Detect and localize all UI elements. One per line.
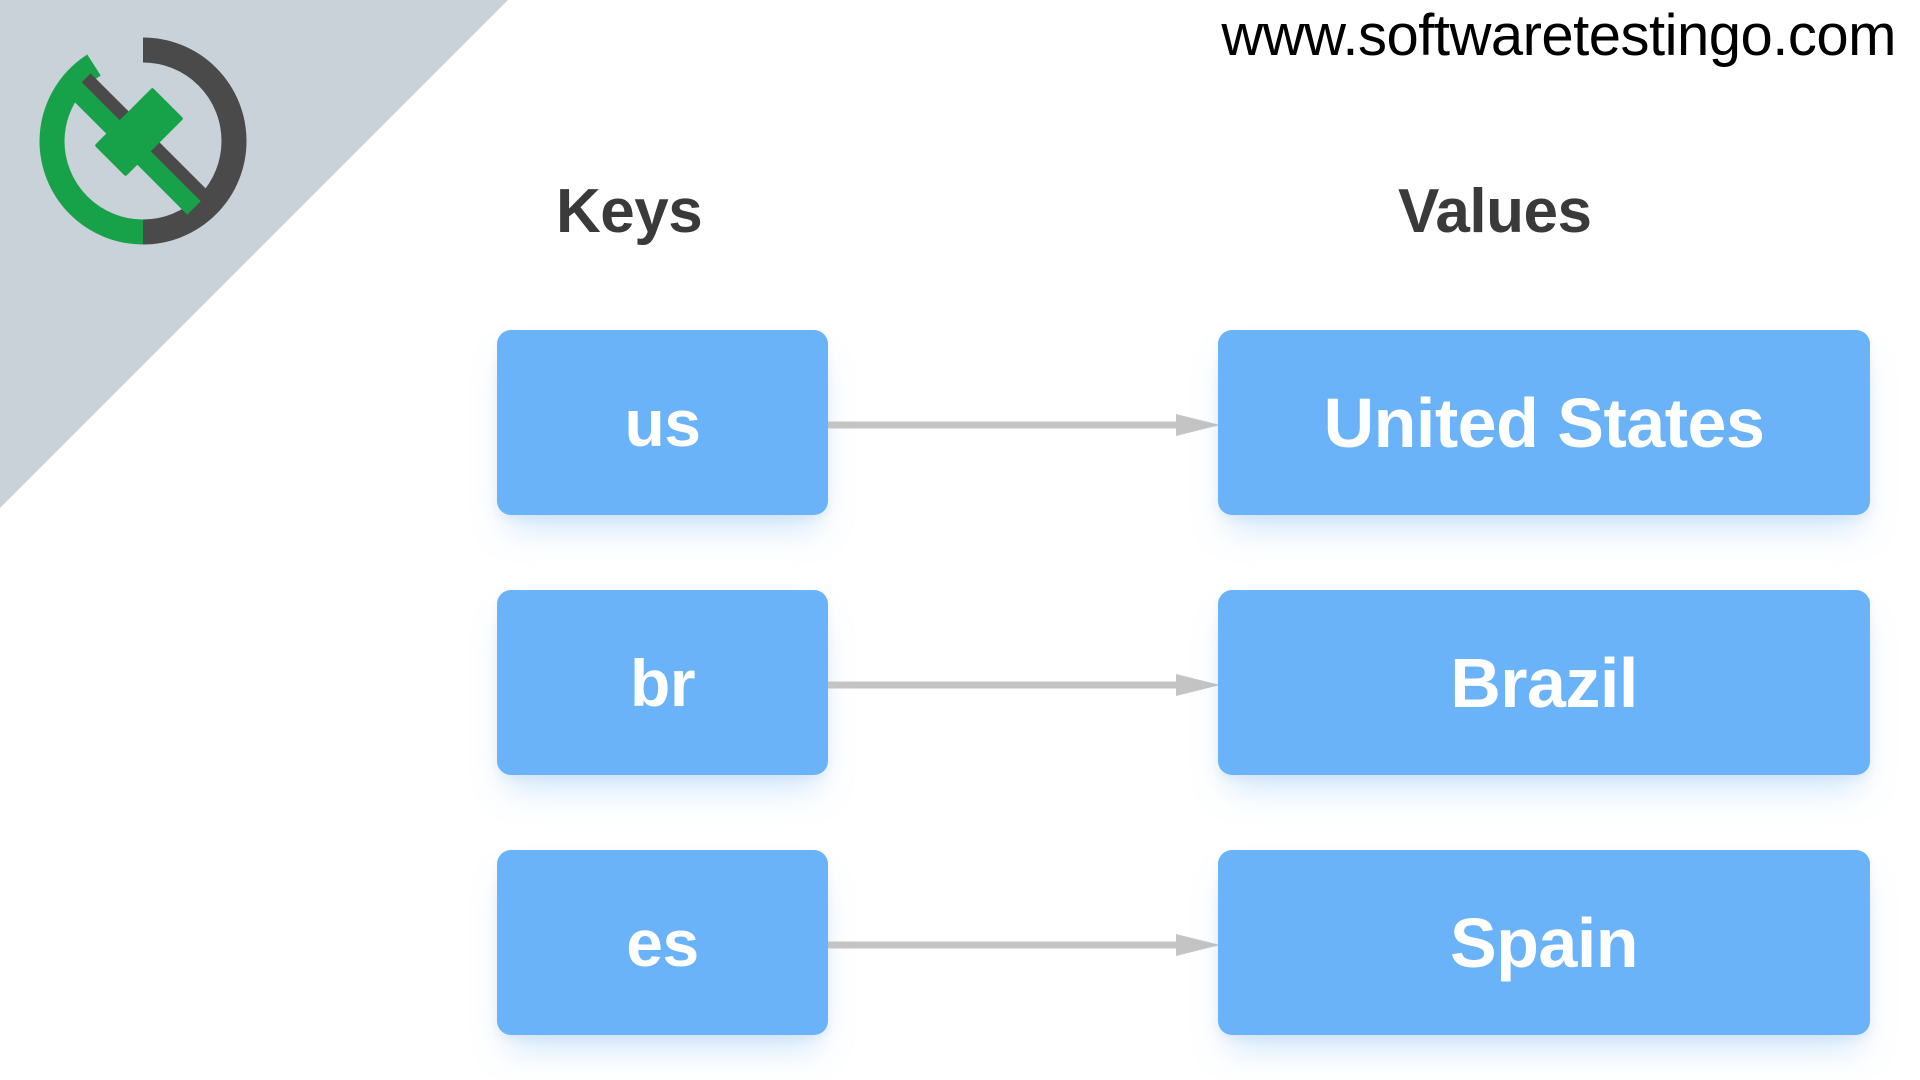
column-header-keys: Keys	[556, 177, 703, 246]
arrow-right-icon	[828, 934, 1220, 956]
key-node-0: us	[497, 330, 828, 515]
site-url-label: www.softwaretestingo.com	[1221, 3, 1896, 68]
brand-logo-icon	[38, 36, 248, 246]
value-node-2: Spain	[1218, 850, 1870, 1035]
key-node-1: br	[497, 590, 828, 775]
mapping-row: us United States	[0, 330, 1920, 530]
mapping-row: br Brazil	[0, 590, 1920, 790]
value-node-1: Brazil	[1218, 590, 1870, 775]
arrow-right-icon	[828, 674, 1220, 696]
column-header-values: Values	[1398, 177, 1592, 246]
mapping-row: es Spain	[0, 850, 1920, 1050]
arrow-right-icon	[828, 414, 1220, 436]
key-node-2: es	[497, 850, 828, 1035]
value-node-0: United States	[1218, 330, 1870, 515]
